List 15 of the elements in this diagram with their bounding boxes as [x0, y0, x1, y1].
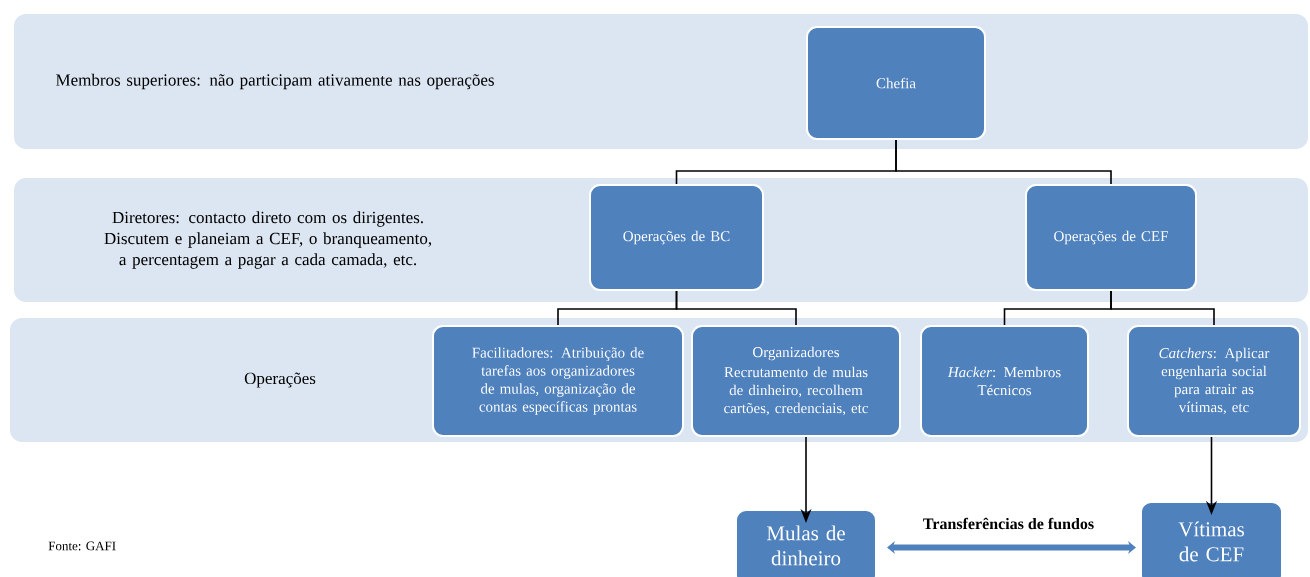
group-box: Vítimas de CEF [1140, 501, 1283, 577]
connector-line [1110, 290, 1215, 326]
role-box: Facilitadores: Atribuição de tarefas aos organizadores de mulas, organização de contas específicas prontas [432, 325, 684, 437]
group-box: Mulas de dinheiro [735, 509, 877, 577]
edge-label: Transferências de fundos [921, 516, 1096, 531]
role-box: Catchers: Aplicar engenharia social para atrair as vítimas, etc [1127, 325, 1301, 437]
role-box: Operações de BC [589, 184, 764, 291]
arrow [887, 540, 1136, 555]
role-box: Chefia [806, 26, 986, 140]
connector-line [675, 290, 797, 326]
role-box: Operações de CEF [1025, 184, 1197, 291]
connector-line [895, 139, 1112, 185]
source-note: Fonte: GAFI [48, 541, 116, 551]
role-box: Organizadores Recrutamento de mulas de dinheiro, recolhem cartões, credenciais, etc [691, 325, 901, 437]
role-box: Hacker: Membros Técnicos [920, 325, 1089, 437]
